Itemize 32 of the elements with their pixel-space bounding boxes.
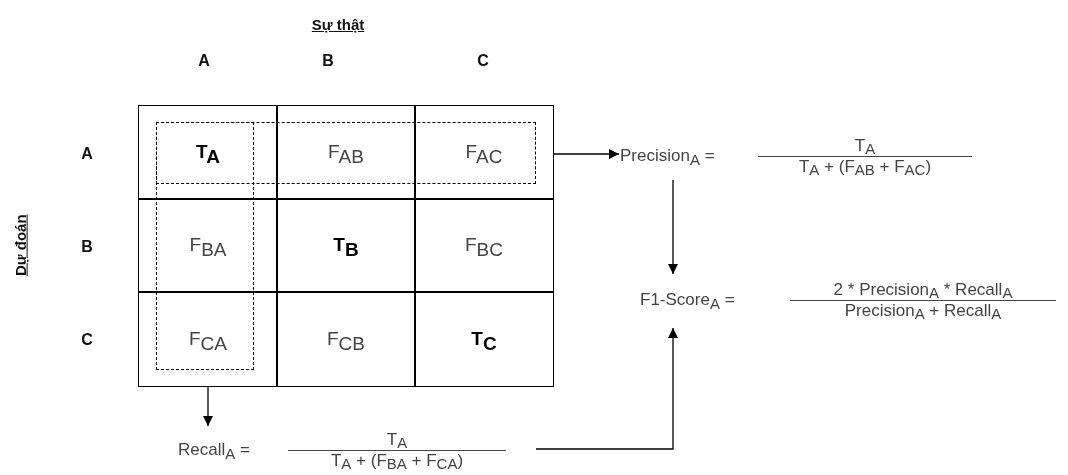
- class-label: A: [81, 144, 93, 164]
- denominator: Precision$_{A}$ + Recall$_{A}$: [844, 300, 1002, 321]
- axis-title: Dự đoán: [10, 214, 30, 276]
- equation-label: Precision$_{A}$ =: [620, 145, 715, 169]
- dashed-outline: [156, 122, 254, 370]
- arrow: [553, 149, 620, 159]
- arrow: [203, 386, 213, 427]
- class-label: C: [477, 51, 489, 71]
- matrix-cell: [414, 105, 554, 200]
- matrix-cell: [276, 291, 416, 387]
- equation-label: Recall$_{A}$ =: [178, 439, 250, 463]
- class-label: B: [322, 51, 334, 71]
- matrix-cell: [138, 198, 278, 293]
- matrix-cell: [276, 105, 416, 200]
- class-label: B: [81, 237, 93, 257]
- equation-label: F1-Score$_{A}$ =: [640, 289, 735, 313]
- axis-title: Sự thật: [311, 15, 365, 35]
- numerator: 2 * Precision$_{A}$ * Recall$_{A}$: [833, 279, 1013, 300]
- matrix-cell: [414, 198, 554, 293]
- class-label: C: [81, 330, 93, 350]
- class-label: A: [198, 51, 210, 71]
- arrow: [668, 179, 678, 275]
- matrix-cell: [414, 291, 554, 387]
- denominator: T$_{A}$ + (F$_{BA}$ + F$_{CA}$): [330, 450, 464, 471]
- matrix-cell: [138, 105, 278, 200]
- matrix-cell: [138, 291, 278, 387]
- dashed-outline: [156, 122, 536, 184]
- numerator: T$_{A}$: [386, 429, 408, 450]
- matrix-cell: [276, 198, 416, 293]
- denominator: T$_{A}$ + (F$_{AB}$ + F$_{AC}$): [798, 156, 932, 177]
- numerator: T$_{A}$: [854, 135, 876, 156]
- arrow: [535, 327, 678, 450]
